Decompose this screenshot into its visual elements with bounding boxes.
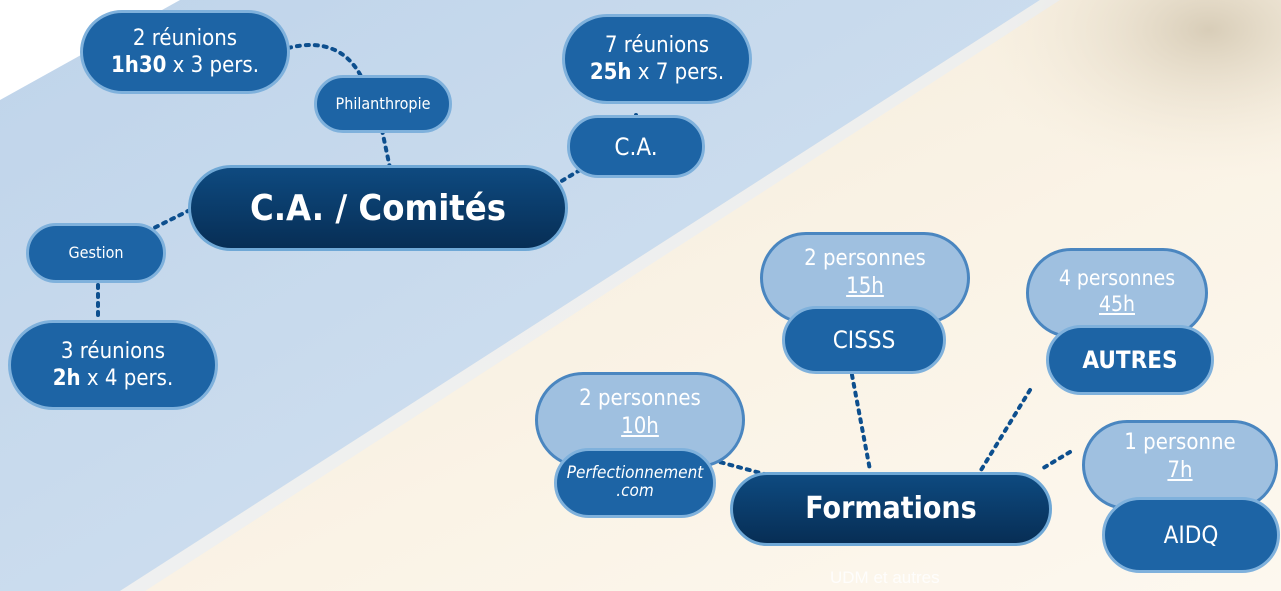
ca-meetings-duration: 25h x 7 pers. bbox=[589, 60, 725, 85]
gestion-label: Gestion bbox=[68, 243, 124, 262]
formations-central-label: Formations bbox=[805, 491, 977, 527]
autres-label: AUTRES bbox=[1082, 346, 1178, 374]
gestion-node[interactable]: Gestion bbox=[26, 223, 166, 283]
perfectionnement-people: 2 personnes bbox=[579, 386, 701, 411]
cisss-node[interactable]: CISSS bbox=[782, 306, 946, 374]
cisss-hours: 15h bbox=[846, 273, 884, 299]
committees-central-node[interactable]: C.A. / Comités bbox=[188, 165, 568, 251]
autres-node[interactable]: AUTRES bbox=[1046, 325, 1214, 395]
gestion-meetings-count: 3 réunions bbox=[60, 338, 166, 364]
ca-meetings-count: 7 réunions bbox=[604, 32, 710, 58]
ca-label: C.A. bbox=[614, 132, 658, 161]
cisss-label: CISSS bbox=[832, 326, 896, 354]
autres-hours: 45h bbox=[1098, 292, 1135, 317]
perfectionnement-label: Perfectionnement bbox=[566, 463, 704, 484]
philanthropie-meetings-duration: 1h30 x 3 pers. bbox=[110, 53, 260, 78]
formations-footnote: UDM et autres bbox=[830, 568, 940, 587]
ca-node[interactable]: C.A. bbox=[567, 115, 705, 178]
committees-central-label: C.A. / Comités bbox=[249, 187, 507, 229]
formations-central-node[interactable]: Formations bbox=[730, 472, 1052, 546]
perfectionnement-label-suffix: .com bbox=[616, 481, 654, 501]
philanthropie-meetings-count: 2 réunions bbox=[132, 25, 238, 51]
aidq-hours: 7h bbox=[1167, 457, 1193, 483]
aidq-label: AIDQ bbox=[1163, 521, 1219, 549]
ca-meetings-bubble: 7 réunions 25h x 7 pers. bbox=[562, 14, 752, 104]
perfectionnement-node[interactable]: Perfectionnement .com bbox=[554, 448, 716, 518]
perfectionnement-hours: 10h bbox=[621, 413, 659, 439]
philanthropie-meetings-bubble: 2 réunions 1h30 x 3 pers. bbox=[80, 10, 290, 94]
autres-stats-bubble: 4 personnes 45h bbox=[1026, 248, 1208, 338]
gestion-meetings-duration: 2h x 4 pers. bbox=[52, 366, 174, 391]
aidq-people: 1 personne bbox=[1124, 430, 1236, 455]
autres-people: 4 personnes bbox=[1058, 266, 1176, 290]
cisss-people: 2 personnes bbox=[804, 246, 926, 271]
aidq-node[interactable]: AIDQ bbox=[1102, 497, 1280, 573]
gestion-meetings-bubble: 3 réunions 2h x 4 pers. bbox=[8, 320, 218, 410]
philanthropie-node[interactable]: Philanthropie bbox=[314, 75, 452, 133]
philanthropie-label: Philanthropie bbox=[335, 94, 431, 113]
